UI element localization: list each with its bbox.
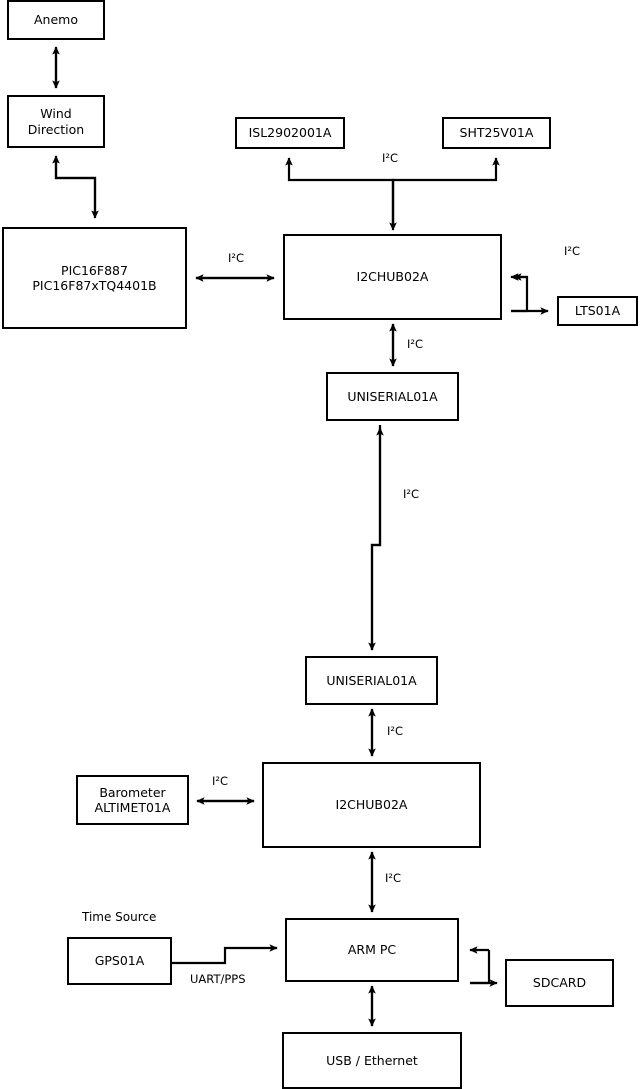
node-wind-direction[interactable]: Wind Direction — [7, 95, 105, 148]
node-anemo-label: Anemo — [34, 12, 78, 28]
node-i2chub02a-top-label: I2CHUB02A — [356, 269, 429, 285]
node-pic-mcu-label: PIC16F887 PIC16F87xTQ4401B — [32, 262, 157, 293]
label-time-source: Time Source — [82, 910, 157, 924]
node-lts01a[interactable]: LTS01A — [557, 296, 638, 326]
node-lts01a-label: LTS01A — [574, 303, 621, 319]
edge-label-uart-pps: UART/PPS — [190, 972, 246, 986]
node-isl2902001a[interactable]: ISL2902001A — [235, 117, 345, 149]
node-arm-pc[interactable]: ARM PC — [285, 918, 459, 982]
node-isl2902001a-label: ISL2902001A — [248, 125, 332, 141]
wire-hub-lts-elbow-a — [513, 273, 529, 311]
node-uniserial01a-bottom-label: UNISERIAL01A — [326, 672, 417, 688]
edge-label-i2c-sensor-bus: I²C — [382, 151, 399, 165]
node-anemo[interactable]: Anemo — [7, 0, 105, 40]
edge-label-i2c-hub-lts: I²C — [564, 244, 581, 258]
node-uniserial01a-top[interactable]: UNISERIAL01A — [326, 372, 459, 421]
wire-uni-top-down — [368, 425, 382, 651]
node-gps01a-label: GPS01A — [94, 953, 145, 969]
node-gps01a[interactable]: GPS01A — [67, 937, 172, 985]
node-i2chub02a-bottom-label: I2CHUB02A — [335, 797, 408, 813]
node-wind-direction-label: Wind Direction — [27, 106, 85, 137]
node-barometer-altimet01a[interactable]: Barometer ALTIMET01A — [76, 775, 189, 825]
node-sdcard[interactable]: SDCARD — [505, 959, 614, 1007]
node-uniserial01a-top-label: UNISERIAL01A — [347, 388, 438, 404]
node-sht25v01a-label: SHT25V01A — [459, 125, 534, 141]
wire-hub-bus-isl — [285, 157, 395, 226]
node-arm-pc-label: ARM PC — [347, 942, 397, 958]
wire-wind-pic — [54, 160, 99, 219]
wire-uni-bot-up — [370, 427, 384, 650]
node-i2chub02a-top[interactable]: I2CHUB02A — [283, 234, 502, 320]
node-pic-mcu[interactable]: PIC16F887 PIC16F87xTQ4401B — [2, 227, 187, 329]
wire-pic-wind — [52, 155, 97, 215]
node-sht25v01a[interactable]: SHT25V01A — [442, 117, 551, 149]
edge-label-i2c-uniserial-hub2: I²C — [387, 724, 404, 738]
edge-label-i2c-hub-uniserial: I²C — [407, 337, 424, 351]
node-sdcard-label: SDCARD — [532, 975, 587, 991]
edge-label-i2c-pic-hub: I²C — [228, 251, 245, 265]
node-usb-ethernet[interactable]: USB / Ethernet — [282, 1032, 462, 1089]
node-barometer-altimet01a-label: Barometer ALTIMET01A — [94, 784, 171, 815]
wire-gps-arm — [172, 944, 278, 965]
node-usb-ethernet-label: USB / Ethernet — [326, 1052, 418, 1068]
edge-label-i2c-hub2-arm: I²C — [385, 871, 402, 885]
node-i2chub02a-bottom[interactable]: I2CHUB02A — [262, 762, 481, 848]
edge-label-i2c-barometer-hub2: I²C — [212, 774, 229, 788]
node-uniserial01a-bottom[interactable]: UNISERIAL01A — [305, 656, 438, 705]
edge-label-i2c-uniserial-link: I²C — [403, 487, 420, 501]
wire-hub-bus-sht — [391, 157, 500, 226]
